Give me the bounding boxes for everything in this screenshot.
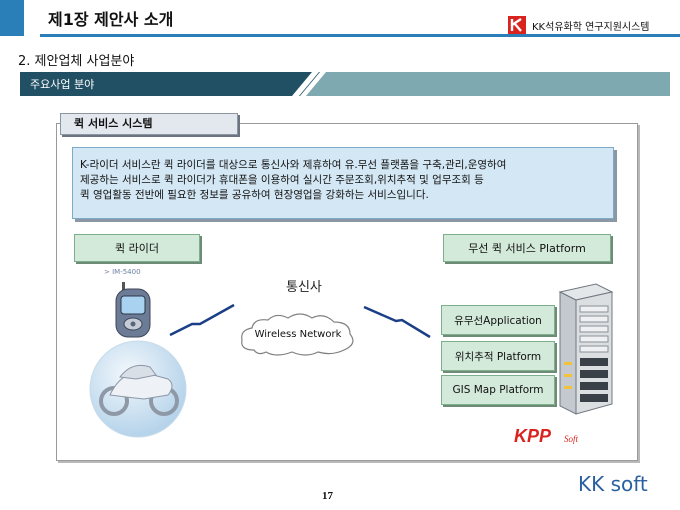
description-line: 퀵 영업활동 전반에 필요한 정보를 공유하여 현장영업을 강화하는 서비스입니… — [80, 189, 429, 201]
header-rule — [40, 34, 680, 37]
signal-bolt-right-icon — [363, 305, 431, 339]
network-label: Wireless Network — [254, 328, 342, 340]
section-band-label: 주요사업 분야 — [30, 78, 95, 91]
panel-tab-label: 퀵 서비스 시스템 — [74, 117, 153, 130]
carrier-label: 통신사 — [286, 280, 322, 295]
kpp-soft-logo: KPP Soft — [514, 426, 578, 446]
phone-model-label: > IM-5400 — [104, 268, 141, 276]
header-brand: KK석유화학 연구지원시스템 — [508, 15, 650, 35]
footer-brand: KK soft — [578, 472, 648, 496]
kpp-logo-suffix: Soft — [564, 434, 578, 444]
description-line: 제공하는 서비스로 퀵 라이더가 휴대폰을 이용하여 실시간 주문조회,위치추적… — [80, 174, 484, 186]
description-line: K-라이더 서비스란 퀵 라이더를 대상으로 통신사와 제휴하여 유.무선 플랫… — [80, 159, 507, 171]
brand-name: KK석유화학 연구지원시스템 — [532, 21, 650, 33]
rider-label-box: 퀵 라이더 — [74, 234, 200, 262]
header-accent-square — [0, 0, 24, 36]
platform-item-location: 위치추적 Platform — [441, 341, 555, 371]
platform-label-box: 무선 퀵 서비스 Platform — [443, 234, 611, 262]
platform-item-gis: GIS Map Platform — [441, 375, 555, 405]
mobile-phone-icon — [115, 282, 151, 338]
signal-bolt-left-icon — [169, 303, 235, 337]
section-band — [20, 72, 670, 96]
kk-logo-icon — [508, 16, 526, 34]
page-number: 17 — [322, 490, 333, 502]
description-box — [72, 147, 614, 219]
panel-tab — [60, 113, 238, 135]
cloud-icon — [241, 313, 354, 356]
server-rack-icon — [558, 283, 614, 415]
kpp-logo-text: KPP — [514, 426, 552, 446]
motorcycle-icon — [89, 340, 187, 438]
platform-item-application: 유무선Application — [441, 305, 555, 335]
chapter-title: 제1장 제안사 소개 — [48, 10, 174, 29]
section-title: 2. 제안업체 사업분야 — [18, 54, 135, 69]
